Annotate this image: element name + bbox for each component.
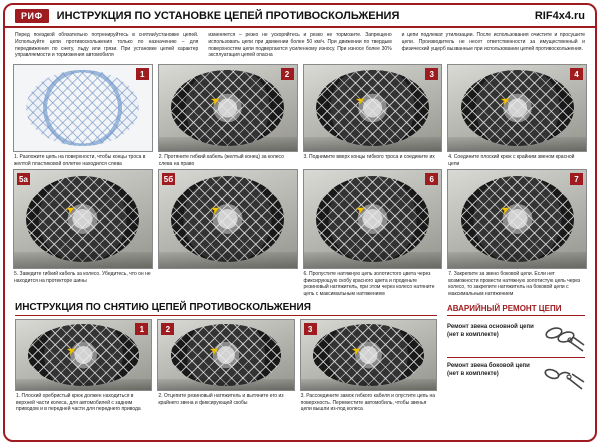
step-caption: 2. Отцепите резиновый натяжитель и вытян… (158, 393, 284, 406)
step-number-badge: 3 (303, 323, 317, 335)
step-number-badge: 2 (161, 323, 175, 335)
site-url: RIF4x4.ru (534, 10, 585, 22)
install-step-panel-3: ➤ 3 3. Поднимите вверх концы гибкого тро… (302, 64, 443, 167)
removal-section-title: ИНСТРУКЦИЯ ПО СНЯТИЮ ЦЕПЕЙ ПРОТИВОСКОЛЬЖ… (15, 302, 437, 316)
install-steps-row-2: ➤ 5а 5. Заведите гибкий кабель за колесо… (5, 167, 595, 297)
yellow-arrow-icon: ➤ (498, 93, 513, 109)
yellow-arrow-icon: ➤ (209, 93, 223, 109)
yellow-arrow-icon: ➤ (498, 202, 513, 218)
step-photo-release-tensioner: ➤ 2 (157, 319, 295, 391)
repair-item-text: Ремонт звена боковой цепи (нет в комплек… (447, 363, 530, 378)
yellow-arrow-icon: ➤ (64, 202, 79, 218)
step-number-badge: 5а (17, 173, 30, 185)
install-step-panel-1: 1 1. Разложите цепь на поверхности, чтоб… (13, 64, 153, 167)
header: РИФ ИНСТРУКЦИЯ ПО УСТАНОВКЕ ЦЕПЕЙ ПРОТИВ… (5, 5, 595, 28)
step-photo-unlock-cable: ➤ 3 (299, 319, 437, 391)
step-number-badge: 3 (425, 68, 439, 80)
repair-section-title: АВАРИЙНЫЙ РЕМОНТ ЦЕПИ (447, 304, 585, 316)
side-chain-link-pliers-icon (539, 362, 585, 392)
step-number-badge: 4 (570, 68, 583, 80)
yellow-arrow-icon: ➤ (350, 343, 364, 359)
removal-step-panel-1: ➤ 1 1. Плоский оребристый крюк должен на… (15, 319, 153, 413)
yellow-arrow-icon: ➤ (353, 202, 368, 218)
intro-text: Перед поездкой обязательно потренируйтес… (5, 28, 595, 62)
yellow-arrow-icon: ➤ (65, 343, 80, 359)
rif-logo: РИФ (15, 9, 49, 23)
removal-step-panel-3: ➤ 3 3. Рассоедините замок гибкого кабеля… (299, 319, 437, 413)
instruction-sheet: РИФ ИНСТРУКЦИЯ ПО УСТАНОВКЕ ЦЕПЕЙ ПРОТИВ… (3, 3, 597, 442)
yellow-arrow-icon: ➤ (209, 202, 223, 218)
install-step-panel-5b: ➤ 5б (157, 169, 298, 297)
repair-item-side-chain: Ремонт звена боковой цепи (нет в комплек… (447, 357, 585, 396)
step-caption: 5. Заведите гибкий кабель за колесо. Убе… (14, 271, 151, 284)
step-caption: 7. Закрепите за звено боковой цепи. Если… (448, 271, 581, 297)
step-photo-flat-hook: ➤ 4 (447, 64, 587, 152)
step-number-badge: 6 (425, 173, 439, 185)
intro-col-2: изменяется – резко не ускоряйтесь и резк… (208, 32, 392, 59)
install-step-panel-5a: ➤ 5а 5. Заведите гибкий кабель за колесо… (13, 169, 153, 297)
step-number-badge: 1 (135, 323, 149, 335)
step-photo-chain-layout: 1 (13, 64, 153, 152)
repair-item-text: Ремонт звена основной цепи (нет в компле… (447, 324, 534, 339)
step-photo-tension-chain: ➤ 6 (302, 169, 443, 269)
yellow-arrow-icon: ➤ (207, 343, 222, 359)
step-caption: 3. Поднимите вверх концы гибкого троса и… (303, 154, 435, 160)
intro-col-3: и цепи подлежат утилизации. После исполь… (401, 32, 585, 52)
step-caption: 1. Разложите цепь на поверхности, чтобы … (14, 154, 146, 167)
bottom-section-heads: ИНСТРУКЦИЯ ПО СНЯТИЮ ЦЕПЕЙ ПРОТИВОСКОЛЬЖ… (5, 297, 595, 316)
step-caption: 3. Рассоедините замок гибкого кабеля и о… (300, 393, 436, 412)
step-number-badge: 2 (280, 68, 294, 80)
install-step-panel-4: ➤ 4 4. Соедините плоский крюк с крайним … (447, 64, 587, 167)
step-caption: 4. Соедините плоский крюк с крайним звен… (448, 154, 575, 167)
intro-col-1: Перед поездкой обязательно потренируйтес… (15, 32, 199, 59)
step-number-badge: 5б (161, 173, 176, 185)
bottom-section: ➤ 1 1. Плоский оребристый крюк должен на… (5, 316, 595, 413)
page-title: ИНСТРУКЦИЯ ПО УСТАНОВКЕ ЦЕПЕЙ ПРОТИВОСКО… (56, 10, 400, 22)
main-chain-link-pliers-icon (539, 323, 585, 353)
step-caption (158, 269, 298, 271)
removal-steps-row: ➤ 1 1. Плоский оребристый крюк должен на… (15, 319, 437, 413)
install-step-panel-2: ➤ 2 2. Протяните гибкий кабель (желтый к… (157, 64, 298, 167)
step-photo-fix-side-chain: ➤ 7 (447, 169, 587, 269)
install-steps-row-1: 1 1. Разложите цепь на поверхности, чтоб… (5, 62, 595, 167)
step-number-badge: 7 (570, 173, 583, 185)
install-step-panel-7: ➤ 7 7. Закрепите за звено боковой цепи. … (447, 169, 587, 297)
step-number-badge: 1 (135, 68, 149, 80)
step-photo-cable-behind-tire: ➤ 5а (13, 169, 153, 269)
step-photo-hook-position: ➤ 1 (15, 319, 153, 391)
step-caption: 1. Плоский оребристый крюк должен находи… (16, 393, 141, 412)
install-step-panel-6: ➤ 6 6. Пропустите натяжную цепь золотист… (302, 169, 443, 297)
yellow-arrow-icon: ➤ (353, 93, 368, 109)
step-photo-chain-on-tread: ➤ 5б (157, 169, 298, 269)
step-photo-cable-behind-wheel: ➤ 2 (157, 64, 298, 152)
step-caption: 2. Протяните гибкий кабель (желтый конец… (158, 154, 284, 167)
repair-item-main-chain: Ремонт звена основной цепи (нет в компле… (447, 319, 585, 357)
step-photo-connect-cable-ends: ➤ 3 (302, 64, 443, 152)
removal-step-panel-2: ➤ 2 2. Отцепите резиновый натяжитель и в… (157, 319, 295, 413)
repair-column: Ремонт звена основной цепи (нет в компле… (447, 319, 585, 413)
step-caption: 6. Пропустите натяжную цепь золотистого … (303, 271, 435, 297)
